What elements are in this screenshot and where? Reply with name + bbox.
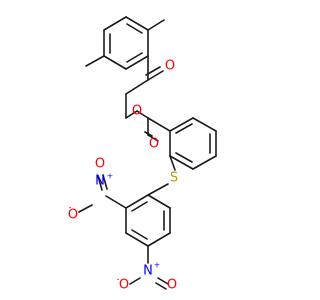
ortho-nitro-plus-charge: + bbox=[107, 172, 114, 181]
ortho-nitro-nitrogen-label: N bbox=[95, 174, 105, 189]
para-nitro-single-bond bbox=[129, 277, 141, 285]
dimethylphenyl-ring bbox=[103, 16, 149, 70]
molecule-diagram: O O O S N + O O - N + O O - bbox=[0, 0, 300, 300]
sulfur-to-ring-bond bbox=[147, 183, 169, 196]
ketone-double-bond-a bbox=[147, 70, 164, 81]
ester-double-bond-a bbox=[147, 134, 159, 142]
ester-carbonyl-oxygen-label: O bbox=[149, 137, 159, 152]
methyl-bond-top bbox=[147, 19, 165, 31]
ortho-nitro-oxygen-single-label: O bbox=[68, 208, 78, 223]
sulfur-label: S bbox=[170, 171, 178, 186]
para-nitro-oxygen-double-label: O bbox=[167, 278, 177, 293]
para-nitro-minus-charge: - bbox=[117, 275, 120, 284]
ester-to-benzoate-bond bbox=[147, 117, 171, 132]
benzoate-ring bbox=[169, 117, 217, 170]
ester-o-bond-right bbox=[125, 110, 138, 119]
ortho-nitro-minus-charge: - bbox=[69, 203, 72, 212]
ester-o-to-carbonyl-bond bbox=[136, 110, 149, 119]
ortho-nitro-bond bbox=[105, 195, 127, 209]
ketone-double-bond-b bbox=[145, 66, 161, 76]
para-nitro-double-bond-b bbox=[155, 282, 167, 290]
para-nitro-double-bond-a bbox=[157, 277, 169, 285]
carbonyl-to-ch2-bond bbox=[125, 79, 149, 95]
para-nitro-nitrogen-label: N bbox=[143, 264, 153, 279]
ester-oxygen-label: O bbox=[132, 104, 142, 119]
ester-double-bond-b bbox=[144, 131, 153, 137]
ortho-nitro-double-bond-a bbox=[97, 175, 103, 191]
para-nitro-oxygen-single-label: O bbox=[119, 278, 129, 293]
dinitrophenyl-ring bbox=[125, 194, 171, 247]
structure-canvas: O O O S N + O O - N + O O - bbox=[0, 0, 300, 300]
para-nitro-plus-charge: + bbox=[154, 261, 161, 270]
ortho-nitro-double-bond-b bbox=[102, 174, 108, 190]
ortho-nitro-single-bond bbox=[78, 204, 93, 213]
ketone-oxygen-label: O bbox=[165, 59, 175, 74]
ring-to-sulfur-bond bbox=[169, 155, 176, 171]
background bbox=[0, 0, 300, 300]
ortho-nitro-oxygen-double-label: O bbox=[95, 157, 105, 172]
methyl-bond-left bbox=[85, 55, 105, 67]
